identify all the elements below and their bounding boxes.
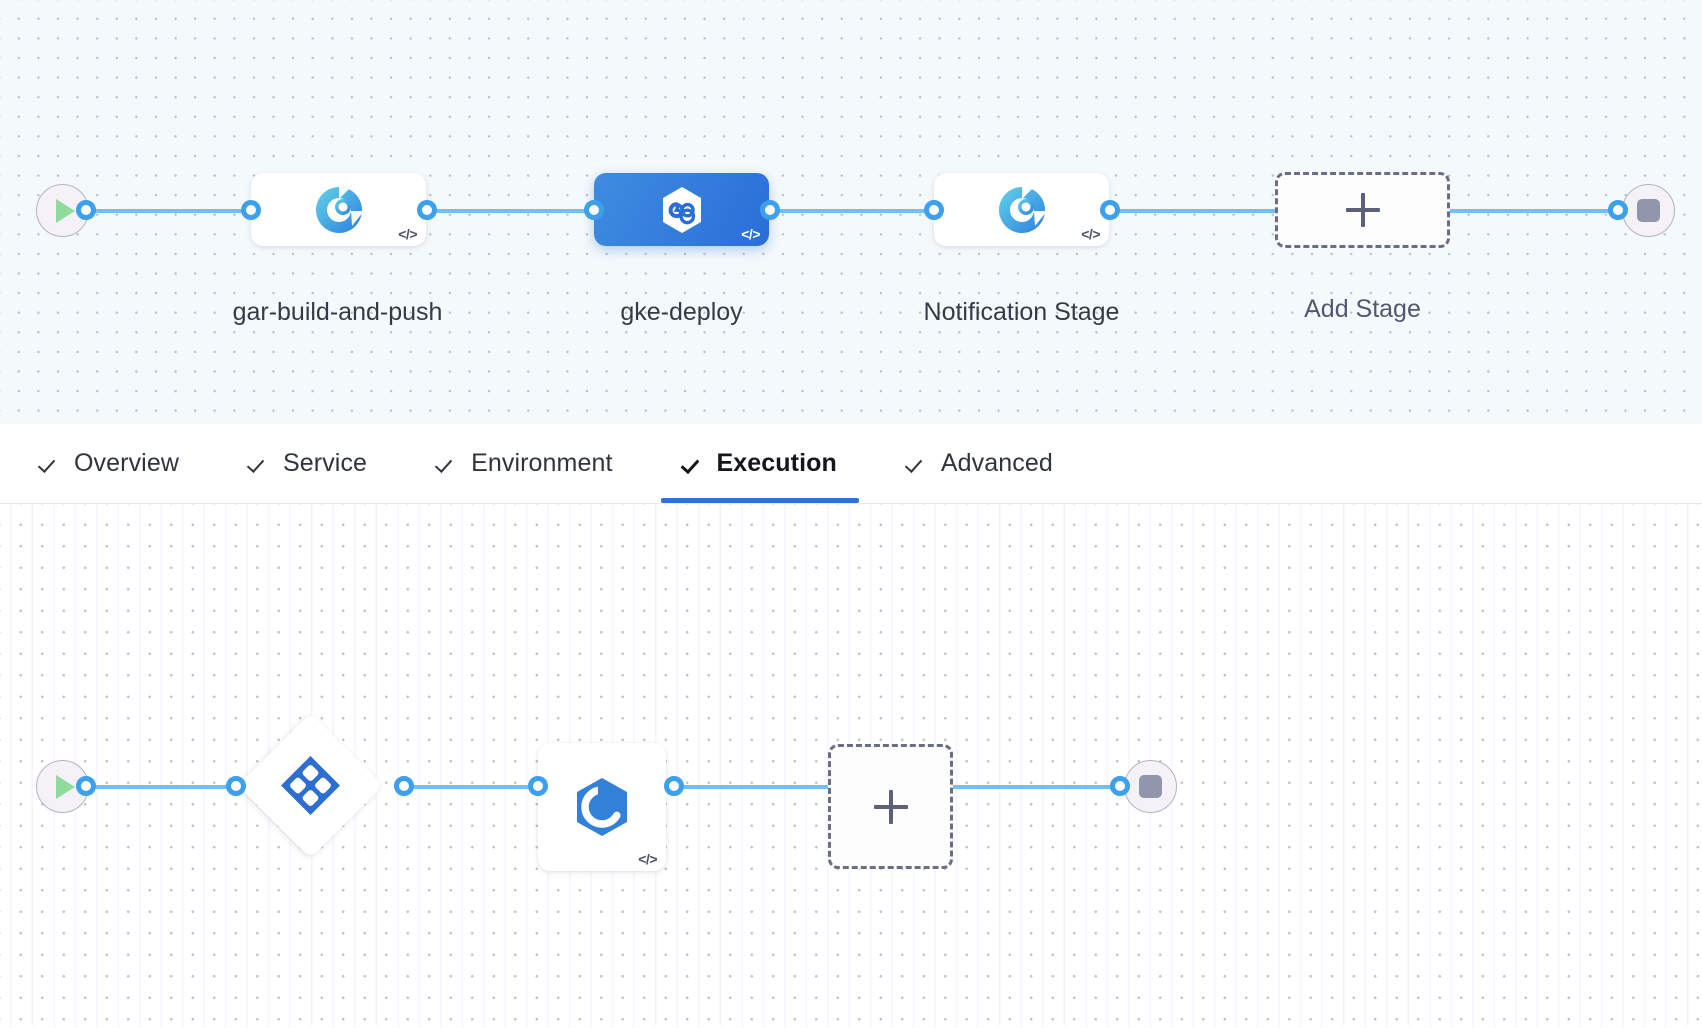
- pipeline-stage-canvas[interactable]: </> gar-build-and-push </> gke-deploy: [0, 0, 1702, 424]
- check-icon: [437, 453, 459, 475]
- rollout-input-port[interactable]: [528, 776, 548, 796]
- tab-advanced[interactable]: Advanced: [885, 424, 1075, 503]
- gke-output-port[interactable]: [760, 200, 780, 220]
- execution-step-canvas[interactable]: HarnessApproval </> Rollout Deployment A…: [0, 504, 1702, 1027]
- stage-label-gke-deploy: gke-deploy: [620, 298, 743, 326]
- gar-input-port[interactable]: [241, 200, 261, 220]
- stage-label-notification-stage: Notification Stage: [923, 298, 1120, 326]
- stage-config-tabbar: Overview Service Environment Execution A…: [0, 424, 1702, 504]
- check-icon: [249, 453, 271, 475]
- tab-service-label: Service: [283, 449, 368, 477]
- edge-start-to-gar: [86, 209, 266, 213]
- step-node-rollout-deployment[interactable]: </>: [538, 743, 666, 871]
- start-output-port[interactable]: [76, 200, 96, 220]
- step-end-input-port[interactable]: [1110, 776, 1130, 796]
- edge-step-start-to-approval: [86, 785, 246, 789]
- check-icon: [907, 453, 929, 475]
- tab-execution-label: Execution: [716, 449, 837, 477]
- code-badge-icon: </>: [741, 226, 760, 242]
- approval-output-port[interactable]: [394, 776, 414, 796]
- harness-approval-diamond-icon-wrap: [279, 754, 342, 817]
- plus-icon: [1345, 193, 1380, 227]
- check-icon: [683, 453, 705, 475]
- tab-overview[interactable]: Overview: [18, 424, 201, 503]
- stage-node-gke-deploy[interactable]: </>: [594, 173, 769, 246]
- play-icon: [56, 774, 75, 799]
- edge-add-to-end: [1448, 209, 1638, 213]
- edge-add-to-step-end: [950, 785, 1115, 789]
- tab-service[interactable]: Service: [227, 424, 389, 503]
- edge-notification-to-add: [1100, 209, 1280, 213]
- gke-input-port[interactable]: [584, 200, 604, 220]
- stage-label-gar-build-and-push: gar-build-and-push: [232, 298, 443, 326]
- execution-end-node[interactable]: [1124, 760, 1177, 813]
- check-icon: [40, 453, 62, 475]
- add-stage-button[interactable]: [1275, 172, 1450, 248]
- tab-advanced-label: Advanced: [940, 449, 1053, 477]
- stage-node-gar-build-and-push[interactable]: </>: [251, 173, 426, 246]
- edge-gar-to-gke: [418, 209, 603, 213]
- edge-rollout-to-add: [665, 785, 830, 789]
- stop-icon: [1139, 775, 1162, 798]
- harness-ci-build-icon: [315, 184, 364, 233]
- plus-icon: [873, 789, 908, 824]
- harness-cd-hexagon-icon: [662, 186, 701, 233]
- end-input-port[interactable]: [1608, 200, 1628, 220]
- rollout-output-port[interactable]: [664, 776, 684, 796]
- stage-node-notification-stage[interactable]: </>: [934, 173, 1109, 246]
- harness-approval-diamond-icon: [281, 756, 340, 815]
- stop-icon: [1637, 199, 1660, 222]
- tab-list: Overview Service Environment Execution A…: [0, 424, 1702, 503]
- harness-ci-build-icon: [998, 184, 1047, 233]
- pipeline-start-node[interactable]: [36, 184, 89, 237]
- add-stage-label: Add Stage: [1304, 295, 1421, 323]
- add-step-button[interactable]: [828, 744, 953, 869]
- edge-approval-to-rollout: [395, 785, 550, 789]
- approval-input-port[interactable]: [226, 776, 246, 796]
- code-badge-icon: </>: [638, 851, 657, 867]
- gar-output-port[interactable]: [417, 200, 437, 220]
- edge-gke-to-notification: [760, 209, 940, 213]
- code-badge-icon: </>: [398, 226, 417, 242]
- notification-output-port[interactable]: [1100, 200, 1120, 220]
- kubernetes-rollout-icon: [577, 778, 627, 836]
- pipeline-end-node[interactable]: [1622, 184, 1675, 237]
- step-start-output-port[interactable]: [76, 776, 96, 796]
- play-icon: [56, 198, 75, 223]
- notification-input-port[interactable]: [924, 200, 944, 220]
- tab-environment[interactable]: Environment: [415, 424, 634, 503]
- code-badge-icon: </>: [1081, 226, 1100, 242]
- tab-environment-label: Environment: [471, 449, 613, 477]
- tab-overview-label: Overview: [74, 449, 179, 477]
- tab-execution[interactable]: Execution: [660, 424, 860, 503]
